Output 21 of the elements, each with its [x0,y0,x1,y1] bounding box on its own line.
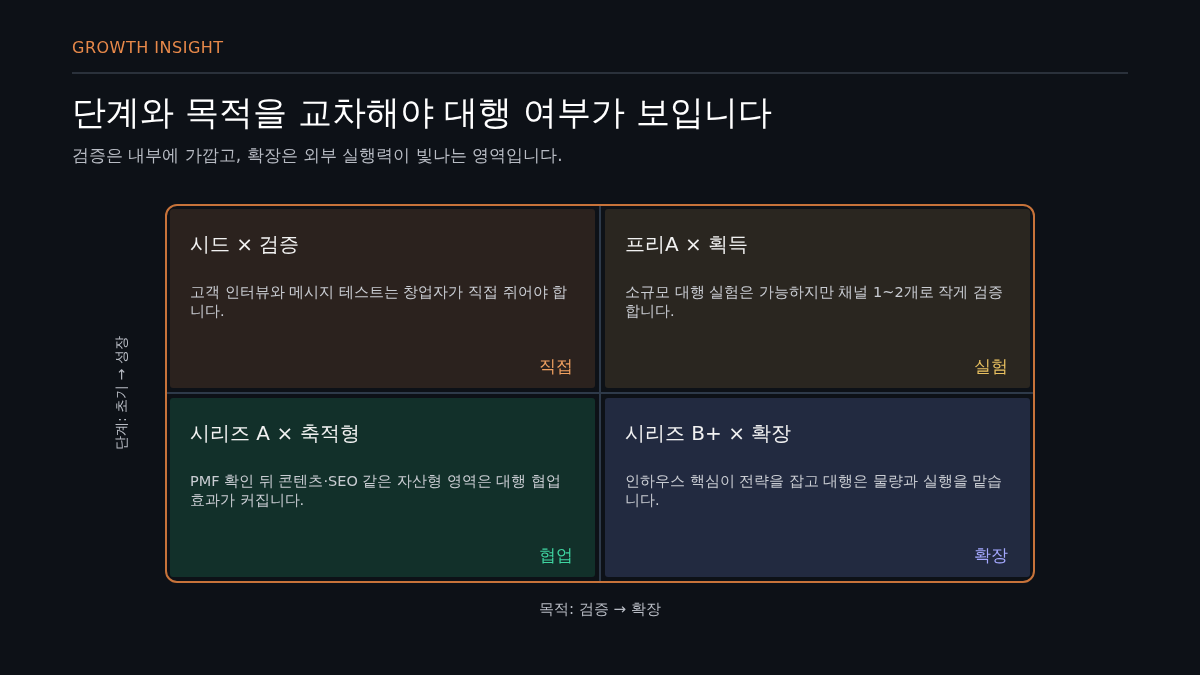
quadrant-card [605,398,1030,577]
axis-label: 목적: 검증 → 확장 [539,599,661,619]
quadrant-heading: 프리A × 획득 [625,231,749,258]
section-label: GROWTH INSIGHT [72,38,224,57]
quadrant-card [170,209,595,388]
quadrant-heading: 시리즈 A × 축적형 [190,420,360,447]
quadrant-tag: 실험 [974,355,1008,378]
quadrant-description: 인하우스 핵심이 전략을 잡고 대행은 물량과 실행을 맡습니다. [625,472,1004,510]
quadrant-heading: 시리즈 B+ × 확장 [625,420,792,447]
quadrant-heading: 시드 × 검증 [190,231,300,258]
quadrant-tag: 협업 [539,544,573,567]
quadrant-card [605,209,1030,388]
quadrant-tag: 확장 [974,544,1008,567]
slide-title: 단계와 목적을 교차해야 대행 여부가 보입니다 [72,91,773,134]
quadrant-description: PMF 확인 뒤 콘텐츠·SEO 같은 자산형 영역은 대행 협업 효과가 커집니다. [190,472,562,510]
axis-label: 단계: 초기 → 성장 [113,336,130,450]
quadrant-description: 고객 인터뷰와 메시지 테스트는 창업자가 직접 쥐어야 합니다. [190,283,569,321]
quadrant-tag: 직접 [539,355,573,378]
quadrant-description: 소규모 대행 실험은 가능하지만 채널 1~2개로 작게 검증합니다. [625,283,1004,321]
subtitle: 검증은 내부에 가깝고, 확장은 외부 실행력이 빛나는 영역입니다. [72,144,563,167]
quadrant-card [170,398,595,577]
